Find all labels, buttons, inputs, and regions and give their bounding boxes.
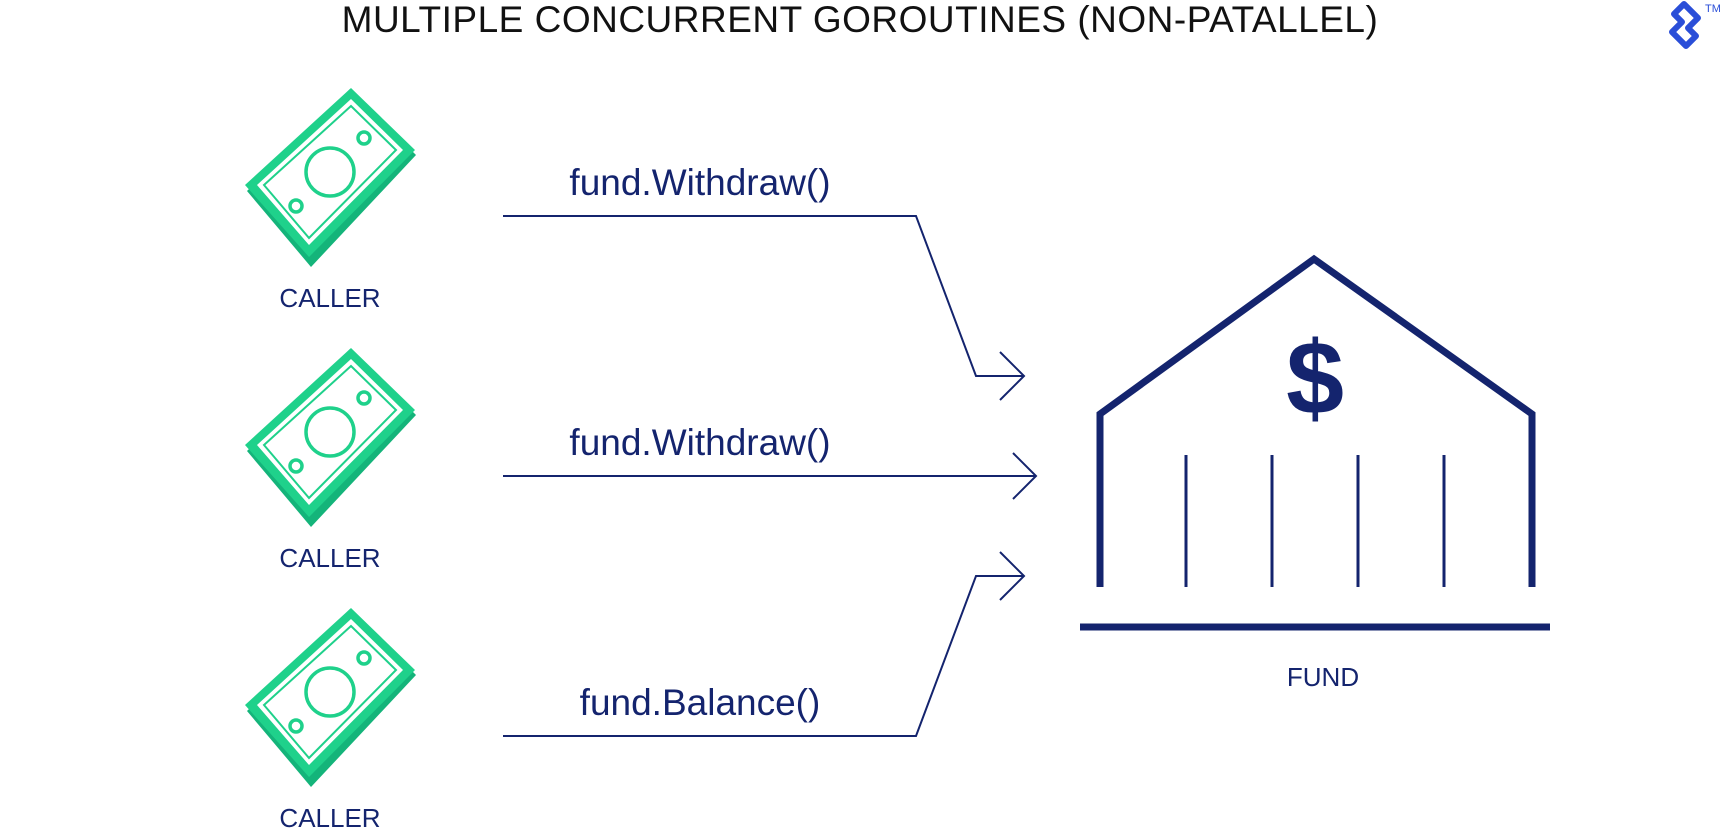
caller-label: CALLER (279, 543, 380, 573)
caller-3: CALLER (245, 608, 416, 833)
money-stack-icon (245, 88, 416, 267)
call-arrow-3: fund.Balance() (503, 551, 1026, 737)
toptal-logo-icon: TM (1669, 1, 1720, 49)
call-arrow-1: fund.Withdraw() (503, 162, 1026, 401)
caller-2: CALLER (245, 348, 416, 573)
money-stack-icon (245, 348, 416, 527)
caller-label: CALLER (279, 283, 380, 313)
call-label: fund.Balance() (580, 682, 821, 723)
fund: $ FUND (1080, 254, 1550, 692)
money-stack-icon (245, 608, 416, 787)
bank-icon: $ (1080, 254, 1550, 631)
logo-trademark: TM (1705, 3, 1720, 15)
dollar-sign: $ (1286, 321, 1344, 437)
call-arrow-2: fund.Withdraw() (503, 422, 1038, 500)
diagram-title: MULTIPLE CONCURRENT GOROUTINES (NON-PATA… (342, 0, 1379, 40)
call-label: fund.Withdraw() (569, 422, 830, 463)
caller-1: CALLER (245, 88, 416, 313)
call-label: fund.Withdraw() (569, 162, 830, 203)
fund-label: FUND (1287, 662, 1359, 692)
caller-label: CALLER (279, 803, 380, 833)
